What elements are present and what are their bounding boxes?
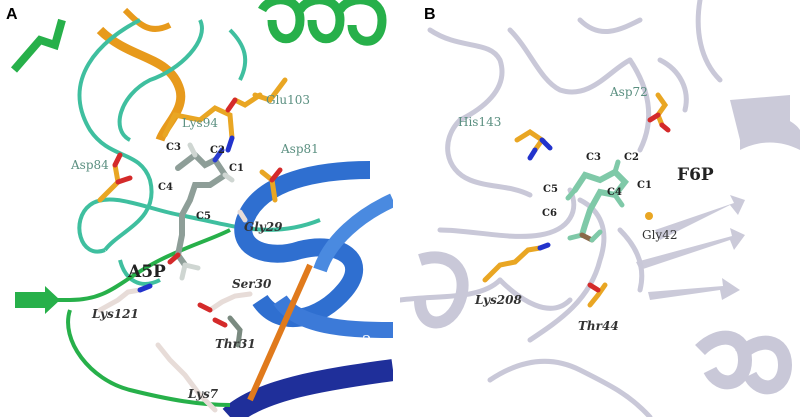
panel-a-letter: A: [6, 6, 18, 23]
navy-helix-bottom: [222, 359, 393, 417]
green-strand-top-left: [10, 18, 66, 73]
label-lys121: Lys121: [91, 307, 139, 321]
label-a-c4: C4: [158, 182, 173, 193]
label-a-c2: C2: [210, 145, 225, 156]
label-gly29: Gly29: [244, 220, 283, 234]
label-asp72: Asp72: [609, 85, 648, 99]
label-lys7: Lys7: [187, 387, 219, 401]
label-thr31: Thr31: [215, 337, 256, 351]
label-thr44: Thr44: [578, 319, 619, 333]
panel-b-letter: B: [424, 6, 436, 23]
label-his143: His143: [458, 115, 501, 129]
label-glu103: Glu103: [266, 93, 310, 107]
label-lys208: Lys208: [474, 293, 522, 307]
label-asp84: Asp84: [70, 158, 109, 172]
orange-strand-top-2: [122, 7, 172, 32]
green-loop-bottom: [15, 228, 231, 407]
green-arrow-left: [15, 286, 60, 314]
label-f6p: F6P: [677, 165, 714, 185]
label-b-c6: C6: [542, 208, 557, 219]
label-a-c3: C3: [166, 142, 181, 153]
label-a-c1: C1: [229, 163, 244, 174]
lavender-strands: [636, 95, 800, 300]
panel-b: Asp72 His143 C3 C2 C5 C4 C1 C6 F6P Gly42…: [400, 0, 800, 417]
label-ser30: Ser30: [232, 277, 272, 291]
lavender-helix-left: [414, 251, 469, 329]
label-a5p: A5P: [127, 262, 166, 282]
label-lys94: Lys94: [182, 116, 218, 130]
side-chains-b: [482, 92, 671, 308]
lavender-ribbon: [400, 0, 723, 417]
label-a-c5: C5: [196, 211, 211, 222]
orange-strand-helix: [247, 263, 313, 402]
label-asp81: Asp81: [280, 142, 319, 156]
side-chains-a: [97, 77, 288, 203]
panel-a: Lys94 Glu103 Asp84 Asp81 C3 C2 C1 C4 C5 …: [0, 0, 393, 417]
label-b-c4: C4: [607, 187, 622, 198]
ligand-f6p: [565, 159, 629, 243]
blue-helix-alpha2: [234, 161, 393, 338]
label-b-c1: C1: [637, 180, 652, 191]
label-b-c5: C5: [543, 184, 558, 195]
panel-b-structure: Asp72 His143 C3 C2 C5 C4 C1 C6 F6P Gly42…: [400, 0, 800, 417]
side-chains-white: [97, 209, 253, 413]
label-b-c3: C3: [586, 152, 601, 163]
label-b-c2: C2: [624, 152, 639, 163]
lavender-helix-right: [695, 330, 793, 395]
panel-a-structure: Lys94 Glu103 Asp84 Asp81 C3 C2 C1 C4 C5 …: [10, 0, 393, 417]
label-gly42: Gly42: [642, 228, 677, 242]
gly42-atom: [645, 212, 653, 220]
ligand-a5p: [167, 142, 235, 281]
teal-loops: [77, 18, 321, 286]
label-alpha2: α2: [352, 332, 372, 350]
green-helix-top: [258, 0, 387, 46]
